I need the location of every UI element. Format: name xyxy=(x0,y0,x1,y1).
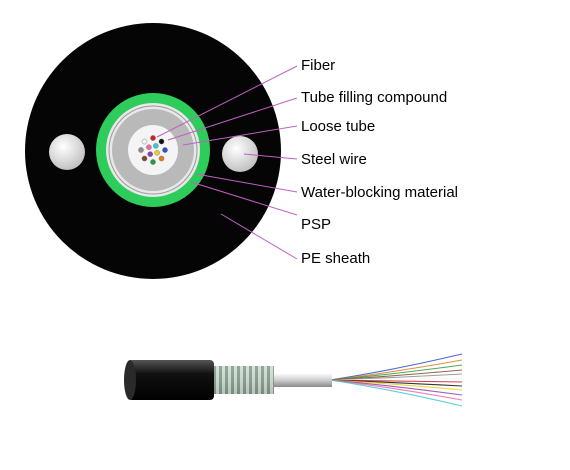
fiber-strand xyxy=(329,379,463,407)
steel-wire-right xyxy=(222,136,258,172)
fiber-dot xyxy=(162,147,168,153)
outer-jacket-section xyxy=(128,360,214,400)
fiber-dot xyxy=(141,138,148,145)
leader-line-psp xyxy=(190,181,298,216)
leader-line-steel-wire xyxy=(243,153,298,160)
fiber-strand xyxy=(329,353,463,381)
fiber-dot xyxy=(150,159,156,165)
leader-line-pe-sheath xyxy=(220,213,298,260)
fiber-dot xyxy=(147,151,153,157)
fiber-bundle xyxy=(138,135,168,165)
fiber-fan xyxy=(329,353,463,407)
jacket-end-cap xyxy=(124,360,136,400)
fiber-dot xyxy=(158,138,165,145)
label-tube-filling-compound: Tube filling compound xyxy=(301,89,448,106)
fiber-dot xyxy=(138,147,144,153)
fiber-dot xyxy=(150,135,156,141)
leader-lines xyxy=(156,65,298,260)
label-water-blocking-material: Water-blocking material xyxy=(301,184,458,201)
steel-wire-left xyxy=(49,134,85,170)
label-psp: PSP xyxy=(301,216,332,233)
psp-edge xyxy=(108,105,198,195)
leader-line-loose-tube xyxy=(182,125,298,146)
cable-side-view xyxy=(124,353,463,407)
label-pe-sheath: PE sheath xyxy=(301,250,371,267)
fiber-dot xyxy=(141,155,148,162)
leader-line-fiber xyxy=(156,65,298,138)
label-steel-wire: Steel wire xyxy=(301,151,367,168)
leader-line-tube-filling-compound xyxy=(167,97,298,141)
label-loose-tube: Loose tube xyxy=(301,118,376,135)
leader-line-water-blocking-material xyxy=(195,173,298,193)
label-fiber: Fiber xyxy=(301,57,336,74)
inner-tube xyxy=(270,373,332,387)
armor-shade xyxy=(210,366,274,394)
tube-filling-compound-area xyxy=(128,125,178,175)
fiber-dot xyxy=(158,155,165,162)
fiber-dot xyxy=(152,143,159,149)
fiber-dot xyxy=(146,144,152,150)
fiber-dot xyxy=(154,149,160,156)
